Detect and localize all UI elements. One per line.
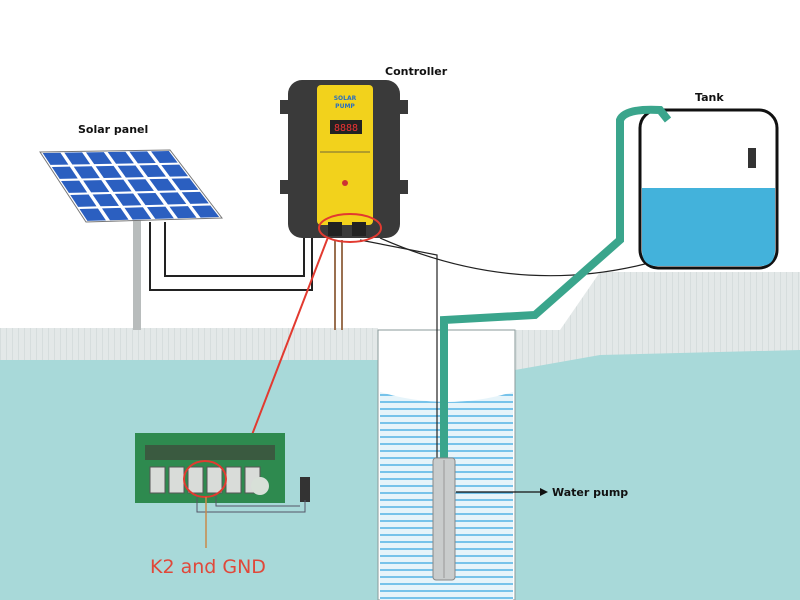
- solar-cell: [139, 165, 166, 178]
- controller: SOLAR PUMP 8888 Controller: [280, 65, 448, 243]
- terminal-screw: [168, 466, 185, 494]
- solar-cell: [169, 206, 197, 219]
- solar-cell: [95, 165, 122, 178]
- solar-cell: [83, 180, 110, 193]
- solar-cell: [129, 151, 156, 164]
- solar-cell: [42, 152, 69, 165]
- solar-cell: [161, 164, 189, 177]
- wires: [149, 164, 753, 470]
- solar-cell: [107, 151, 134, 164]
- solar-cell: [70, 194, 97, 207]
- solar-cell: [191, 205, 220, 218]
- controller-terminal-highlight: [318, 213, 382, 243]
- solar-cell: [51, 166, 78, 179]
- terminal-board: K2 and GND: [135, 433, 310, 578]
- terminal-screw: [187, 466, 204, 494]
- solar-cell: [171, 178, 199, 191]
- solar-cell: [79, 208, 106, 221]
- solar-panel: Solar panel: [39, 123, 223, 330]
- solar-cell: [151, 151, 178, 163]
- controller-display: 8888: [334, 123, 358, 134]
- svg-text:SOLAR: SOLAR: [334, 95, 357, 102]
- tank-label: Tank: [695, 91, 724, 104]
- k2-gnd-highlight: [183, 460, 227, 498]
- solar-cell: [73, 166, 100, 179]
- terminal-screw: [149, 466, 166, 494]
- solar-cell: [159, 192, 187, 205]
- svg-text:PUMP: PUMP: [335, 103, 355, 110]
- solar-cell: [146, 206, 174, 219]
- ground: [0, 272, 800, 600]
- solar-cell: [181, 191, 209, 204]
- k2-gnd-label: K2 and GND: [150, 556, 266, 578]
- solar-cell: [124, 207, 152, 220]
- pipe: [440, 105, 672, 470]
- solar-cell: [149, 178, 177, 191]
- solar-cell: [117, 165, 144, 178]
- solar-cell: [86, 152, 113, 165]
- water-pump: Water pump: [432, 457, 628, 581]
- water-pump-label: Water pump: [552, 486, 628, 499]
- solar-cell: [127, 179, 154, 192]
- controller-label: Controller: [385, 65, 448, 78]
- tank: Tank: [638, 91, 779, 270]
- solar-cell: [114, 193, 142, 206]
- solar-cell: [105, 179, 132, 192]
- solar-panel-label: Solar panel: [78, 123, 148, 136]
- solar-cell: [137, 192, 164, 206]
- terminal-screw: [225, 466, 242, 494]
- solar-cell: [61, 180, 88, 193]
- solar-cell: [101, 207, 129, 221]
- terminal-screw: [206, 466, 223, 494]
- solar-cell: [64, 152, 91, 165]
- solar-cell: [92, 194, 119, 207]
